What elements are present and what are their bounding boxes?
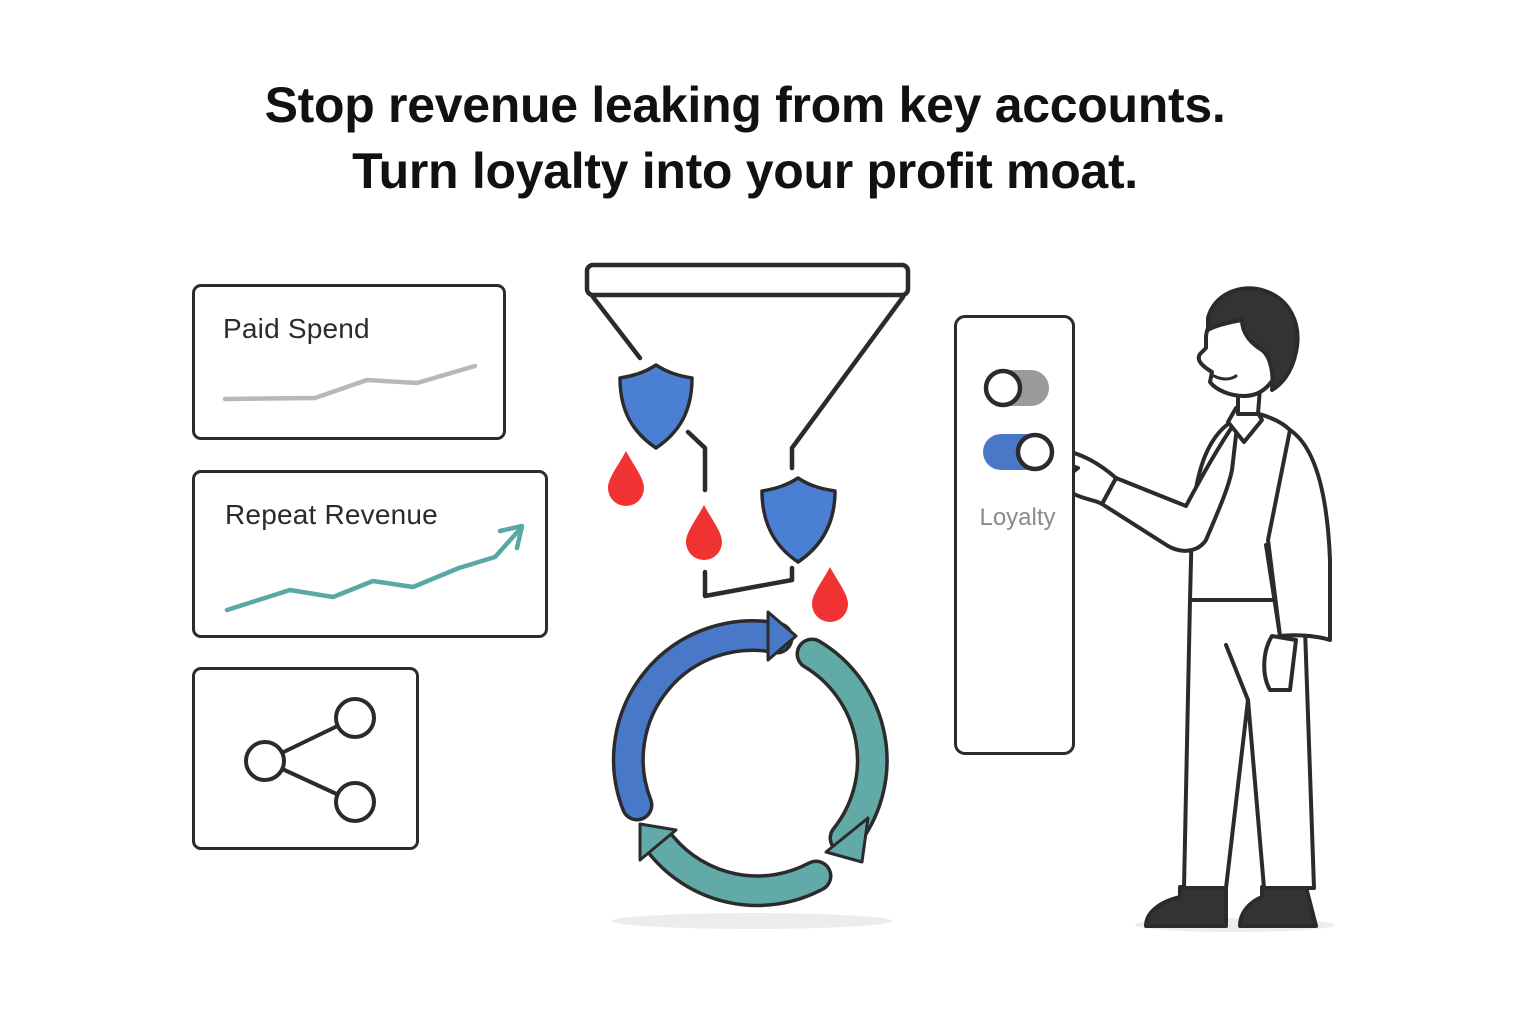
share-card[interactable] (192, 667, 419, 850)
drop-icon (686, 505, 722, 560)
headline-line-1: Stop revenue leaking from key accounts. (264, 77, 1226, 133)
paid-spend-card: Paid Spend (192, 284, 506, 440)
repeat-revenue-card: Repeat Revenue (192, 470, 548, 638)
funnel-icon (584, 262, 911, 599)
share-icon (244, 697, 376, 823)
drop-icon (608, 451, 644, 506)
right-shoe (1238, 885, 1318, 928)
drop-icon (812, 567, 848, 622)
repeat-revenue-title: Repeat Revenue (225, 499, 438, 530)
cycle-arrows-icon (611, 610, 889, 908)
toggle-switch-on[interactable] (979, 430, 1067, 476)
paid-spend-sparkline (222, 363, 478, 402)
left-shoe (1144, 885, 1228, 928)
headline-line-2: Turn loyalty into your profit moat. (352, 143, 1138, 199)
shield-icon (760, 476, 837, 564)
loyalty-label: Loyalty (979, 504, 1056, 531)
trend-up-arrow-icon (497, 523, 525, 551)
hair (1206, 286, 1300, 392)
headline: Stop revenue leaking from key accounts. … (0, 72, 1490, 204)
toggle-switch-off[interactable] (979, 366, 1055, 410)
toggle-panel: Loyalty (954, 315, 1075, 755)
person-figure (1053, 286, 1332, 928)
repeat-revenue-sparkline (224, 523, 525, 613)
shield-icon (618, 363, 694, 450)
cycle-shadow (612, 913, 892, 929)
paid-spend-title: Paid Spend (223, 313, 370, 344)
